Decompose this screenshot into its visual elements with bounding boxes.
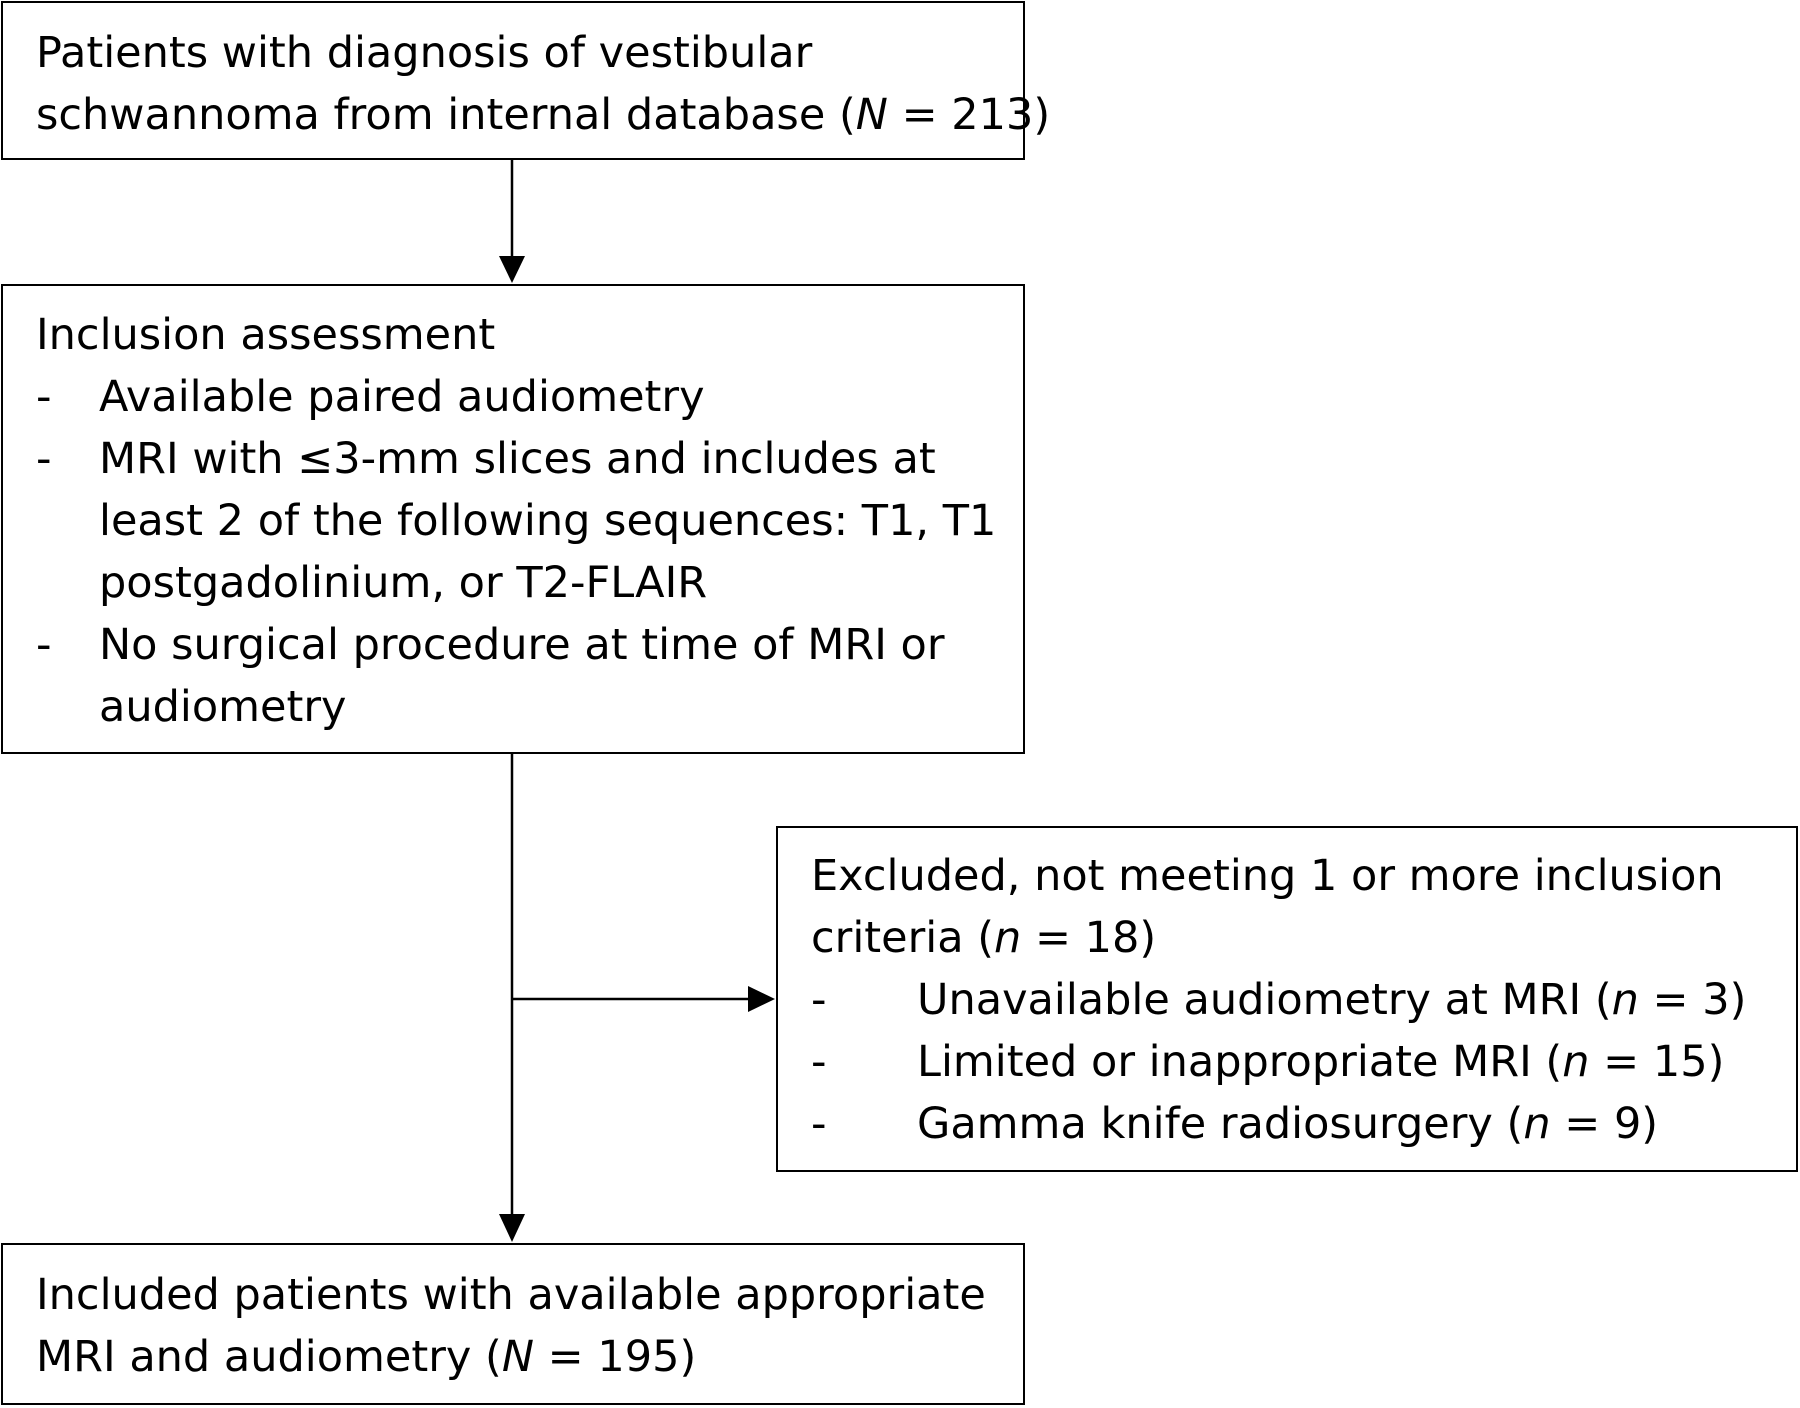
bullet-dash: - [36,372,52,422]
criterion-line: least 2 of the following sequences: T1, … [99,496,997,546]
exclusion-reason: - Gamma knife radiosurgery (n = 9) [778,1093,1796,1155]
bullet-dash: - [811,975,827,1025]
excluded-heading-line-2: criteria (n = 18) [811,907,1724,969]
exclusion-reason-text: Gamma knife radiosurgery (n = 9) [917,1093,1658,1155]
source-line-2: schwannoma from internal database (N = 2… [36,84,1050,146]
exclusion-reason-text: Unavailable audiometry at MRI (n = 3) [917,969,1746,1031]
bullet-dash: - [36,620,52,670]
included-count-value: = 195) [534,1332,697,1382]
reason-label: Unavailable audiometry at MRI ( [917,975,1612,1025]
excluded-count-value: = 18) [1021,913,1157,963]
inclusion-criteria-list: - Available paired audiometry - MRI with… [3,366,1023,738]
bullet-dash: - [811,1099,827,1149]
reason-count-value: = 9) [1550,1099,1659,1149]
reason-count-variable: n [1611,975,1639,1025]
reason-count-variable: n [1562,1037,1590,1087]
arrowhead-right-icon [748,986,775,1012]
source-line-2-text: schwannoma from internal database ( [36,90,856,140]
inclusion-heading: Inclusion assessment [36,310,496,360]
criterion-line: MRI with ≤3-mm slices and includes at [99,434,936,484]
criterion-line: audiometry [99,682,347,732]
criterion-text: Available paired audiometry [99,372,705,422]
inclusion-criterion: - No surgical procedure at time of MRI o… [3,614,1023,738]
source-count-variable: N [855,90,888,140]
included-patients-text: Included patients with available appropr… [36,1264,986,1388]
criterion-text: MRI with ≤3-mm slices and includes at le… [99,428,996,614]
criterion-line: postgadolinium, or T2-FLAIR [99,558,708,608]
arrowhead-down-icon [499,1214,525,1242]
included-count-variable: N [501,1332,534,1382]
exclusion-reason: - Unavailable audiometry at MRI (n = 3) [778,969,1796,1031]
reason-count-variable: n [1523,1099,1551,1149]
excluded-heading-line-1: Excluded, not meeting 1 or more inclusio… [811,851,1724,901]
inclusion-criterion: - Available paired audiometry [3,366,1023,428]
reason-label: Limited or inappropriate MRI ( [917,1037,1563,1087]
exclusion-reason-text: Limited or inappropriate MRI (n = 15) [917,1031,1724,1093]
criterion-text: No surgical procedure at time of MRI or … [99,614,945,738]
included-line-1: Included patients with available appropr… [36,1270,986,1320]
inclusion-assessment-box: Inclusion assessment - Available paired … [1,284,1025,754]
exclusion-reasons-list: - Unavailable audiometry at MRI (n = 3) … [778,969,1796,1155]
source-count-value: = 213) [887,90,1051,140]
exclusion-reason: - Limited or inappropriate MRI (n = 15) [778,1031,1796,1093]
reason-label: Gamma knife radiosurgery ( [917,1099,1524,1149]
bullet-dash: - [811,1037,827,1087]
source-line-1: Patients with diagnosis of vestibular [36,28,813,78]
included-line-2-text: MRI and audiometry ( [36,1332,502,1382]
criterion-line: No surgical procedure at time of MRI or [99,620,945,670]
reason-count-value: = 3) [1638,975,1747,1025]
excluded-heading-text: criteria ( [811,913,995,963]
source-population-box: Patients with diagnosis of vestibular sc… [1,1,1050,160]
inclusion-criterion: - MRI with ≤3-mm slices and includes at … [3,428,1023,614]
bullet-dash: - [36,434,52,484]
reason-count-value: = 15) [1589,1037,1725,1087]
excluded-box: Excluded, not meeting 1 or more inclusio… [776,826,1798,1172]
arrowhead-down-icon [499,256,525,283]
included-line-2: MRI and audiometry (N = 195) [36,1326,986,1388]
excluded-heading: Excluded, not meeting 1 or more inclusio… [811,845,1724,969]
excluded-count-variable: n [994,913,1022,963]
included-patients-box: Included patients with available appropr… [1,1243,1025,1405]
source-population-text: Patients with diagnosis of vestibular sc… [36,22,1050,146]
